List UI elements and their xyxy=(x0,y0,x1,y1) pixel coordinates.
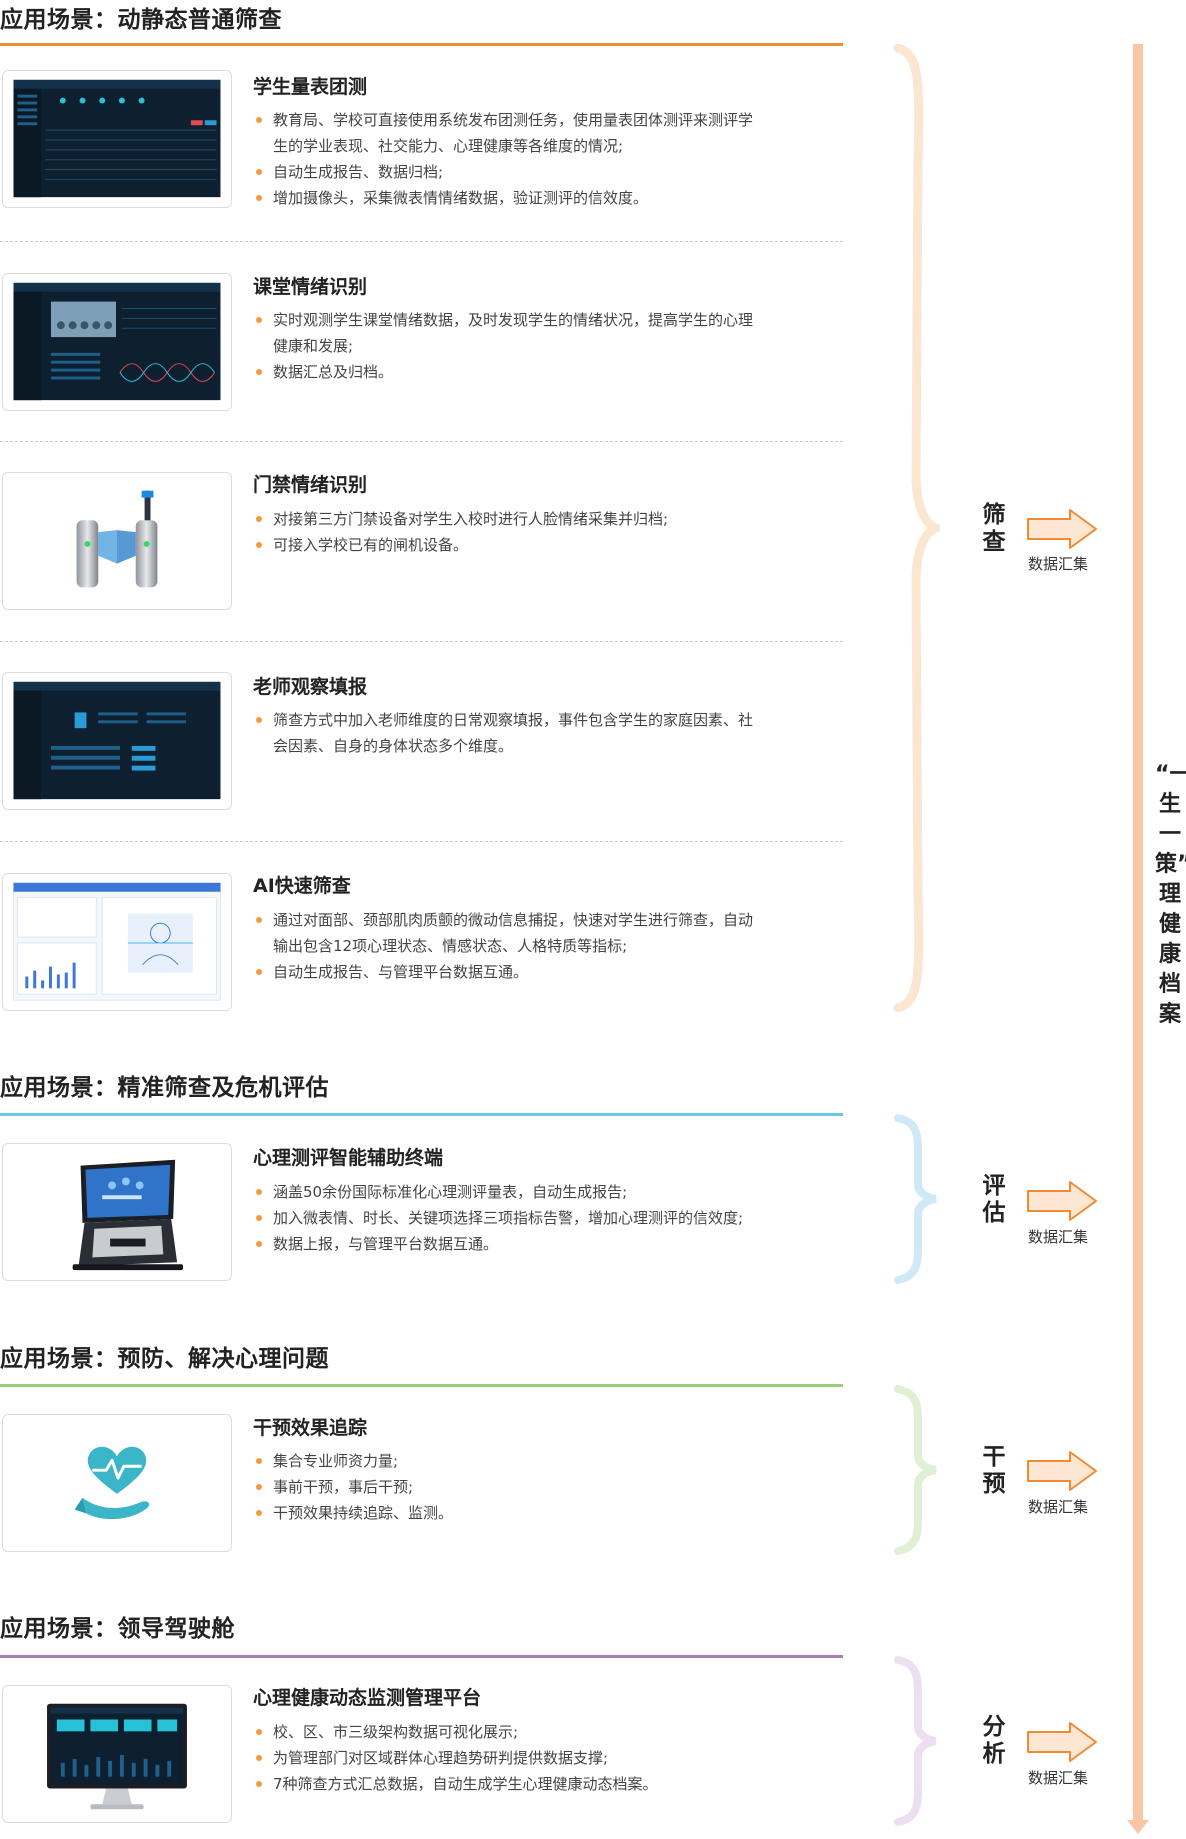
item-title-terminal: 心理测评智能辅助终端 xyxy=(253,1147,444,1169)
right-arrow-icon xyxy=(1027,1451,1097,1491)
item-title-group-test: 学生量表团测 xyxy=(253,76,368,98)
bullet-list-group-test: 教育局、学校可直接使用系统发布团测任务，使用量表团体测评来测评学生的学业表现、社… xyxy=(253,107,753,211)
bullet-item: 筛查方式中加入老师维度的日常观察填报，事件包含学生的家庭因素、社会因素、自身的身… xyxy=(253,707,753,759)
bullet-list-ai-screening: 通过对面部、颈部肌肉质颤的微动信息捕捉，快速对学生进行筛查，自动输出包含12项心… xyxy=(253,907,753,985)
bullet-item: 自动生成报告、数据归档; xyxy=(253,159,753,185)
divider xyxy=(0,441,843,442)
archive-track-arrowhead xyxy=(1127,1820,1149,1834)
assessment-terminal-icon xyxy=(2,1143,232,1281)
category-label-intervention: 干预 xyxy=(982,1444,1006,1497)
item-title-gate-emotion: 门禁情绪识别 xyxy=(253,474,368,496)
observation-form-icon xyxy=(2,672,232,810)
item-title-teacher-observation: 老师观察填报 xyxy=(253,676,368,698)
bullet-item: 对接第三方门禁设备对学生入校时进行人脸情绪采集并归档; xyxy=(253,506,753,532)
divider xyxy=(0,641,843,642)
right-arrow-icon xyxy=(1027,1722,1097,1762)
classroom-screenshot-icon xyxy=(2,273,232,411)
ai-screening-icon xyxy=(2,873,232,1011)
right-arrow-icon xyxy=(1027,509,1097,549)
section-title-cockpit: 应用场景：领导驾驶舱 xyxy=(0,1616,235,1642)
bullet-item: 干预效果持续追踪、监测。 xyxy=(253,1500,753,1526)
bullet-list-classroom-emotion: 实时观测学生课堂情绪数据，及时发现学生的情绪状况，提高学生的心理健康和发展; 数… xyxy=(253,307,753,385)
dashboard-screenshot-icon xyxy=(2,70,232,208)
bullet-item: 数据上报，与管理平台数据互通。 xyxy=(253,1231,753,1257)
section-rule-cockpit xyxy=(0,1655,843,1658)
right-arrow-icon xyxy=(1027,1181,1097,1221)
item-title-ai-screening: AI快速筛查 xyxy=(253,875,351,897)
section-rule-intervention xyxy=(0,1384,843,1387)
bullet-list-gate-emotion: 对接第三方门禁设备对学生入校时进行人脸情绪采集并归档; 可接入学校已有的闸机设备… xyxy=(253,506,753,558)
aggregate-label: 数据汇集 xyxy=(1028,1769,1089,1787)
bullet-item: 数据汇总及归档。 xyxy=(253,359,753,385)
turnstile-gate-icon xyxy=(2,472,232,610)
bullet-item: 增加摄像头，采集微表情情绪数据，验证测评的信效度。 xyxy=(253,185,753,211)
archive-title: “一生一策”心理健康档案 xyxy=(1155,762,1186,1027)
bullet-list-monitoring-platform: 校、区、市三级架构数据可视化展示; 为管理部门对区域群体心理趋势研判提供数据支撑… xyxy=(253,1719,753,1797)
bullet-item: 事前干预，事后干预; xyxy=(253,1474,753,1500)
brace-assessment xyxy=(894,1114,937,1284)
section-title-screening: 应用场景：动静态普通筛查 xyxy=(0,7,282,33)
category-label-assessment: 评估 xyxy=(982,1173,1006,1226)
bullet-item: 7种筛查方式汇总数据，自动生成学生心理健康动态档案。 xyxy=(253,1771,753,1797)
section-rule-assessment xyxy=(0,1113,843,1116)
bullet-item: 为管理部门对区域群体心理趋势研判提供数据支撑; xyxy=(253,1745,753,1771)
section-title-assessment: 应用场景：精准筛查及危机评估 xyxy=(0,1075,329,1101)
bullet-list-intervention-tracking: 集合专业师资力量; 事前干预，事后干预; 干预效果持续追踪、监测。 xyxy=(253,1448,753,1526)
bullet-item: 加入微表情、时长、关键项选择三项指标告警，增加心理测评的信效度; xyxy=(253,1205,753,1231)
divider xyxy=(0,841,843,842)
archive-track xyxy=(1133,44,1143,1822)
item-title-monitoring-platform: 心理健康动态监测管理平台 xyxy=(253,1687,482,1709)
bullet-item: 教育局、学校可直接使用系统发布团测任务，使用量表团体测评来测评学生的学业表现、社… xyxy=(253,107,753,159)
bullet-item: 通过对面部、颈部肌肉质颤的微动信息捕捉，快速对学生进行筛查，自动输出包含12项心… xyxy=(253,907,753,959)
brace-analysis xyxy=(894,1656,937,1826)
bullet-list-terminal: 涵盖50余份国际标准化心理测评量表，自动生成报告; 加入微表情、时长、关键项选择… xyxy=(253,1179,753,1257)
aggregate-label: 数据汇集 xyxy=(1028,555,1089,573)
brace-screening xyxy=(893,44,940,1012)
bullet-item: 校、区、市三级架构数据可视化展示; xyxy=(253,1719,753,1745)
bullet-item: 实时观测学生课堂情绪数据，及时发现学生的情绪状况，提高学生的心理健康和发展; xyxy=(253,307,753,359)
bullet-item: 可接入学校已有的闸机设备。 xyxy=(253,532,753,558)
category-label-screening: 筛查 xyxy=(982,502,1006,555)
bullet-list-teacher-observation: 筛查方式中加入老师维度的日常观察填报，事件包含学生的家庭因素、社会因素、自身的身… xyxy=(253,707,753,759)
divider xyxy=(0,241,843,242)
category-label-analysis: 分析 xyxy=(982,1714,1006,1767)
monitor-dashboard-icon xyxy=(2,1685,232,1823)
section-title-intervention: 应用场景：预防、解决心理问题 xyxy=(0,1346,329,1372)
bullet-item: 集合专业师资力量; xyxy=(253,1448,753,1474)
item-title-intervention-tracking: 干预效果追踪 xyxy=(253,1417,368,1439)
aggregate-label: 数据汇集 xyxy=(1028,1498,1089,1516)
brace-intervention xyxy=(894,1385,937,1555)
bullet-item: 涵盖50余份国际标准化心理测评量表，自动生成报告; xyxy=(253,1179,753,1205)
bullet-item: 自动生成报告、与管理平台数据互通。 xyxy=(253,959,753,985)
section-rule-screening xyxy=(0,43,843,46)
heart-in-hand-icon xyxy=(2,1414,232,1552)
aggregate-label: 数据汇集 xyxy=(1028,1228,1089,1246)
item-title-classroom-emotion: 课堂情绪识别 xyxy=(253,276,368,298)
